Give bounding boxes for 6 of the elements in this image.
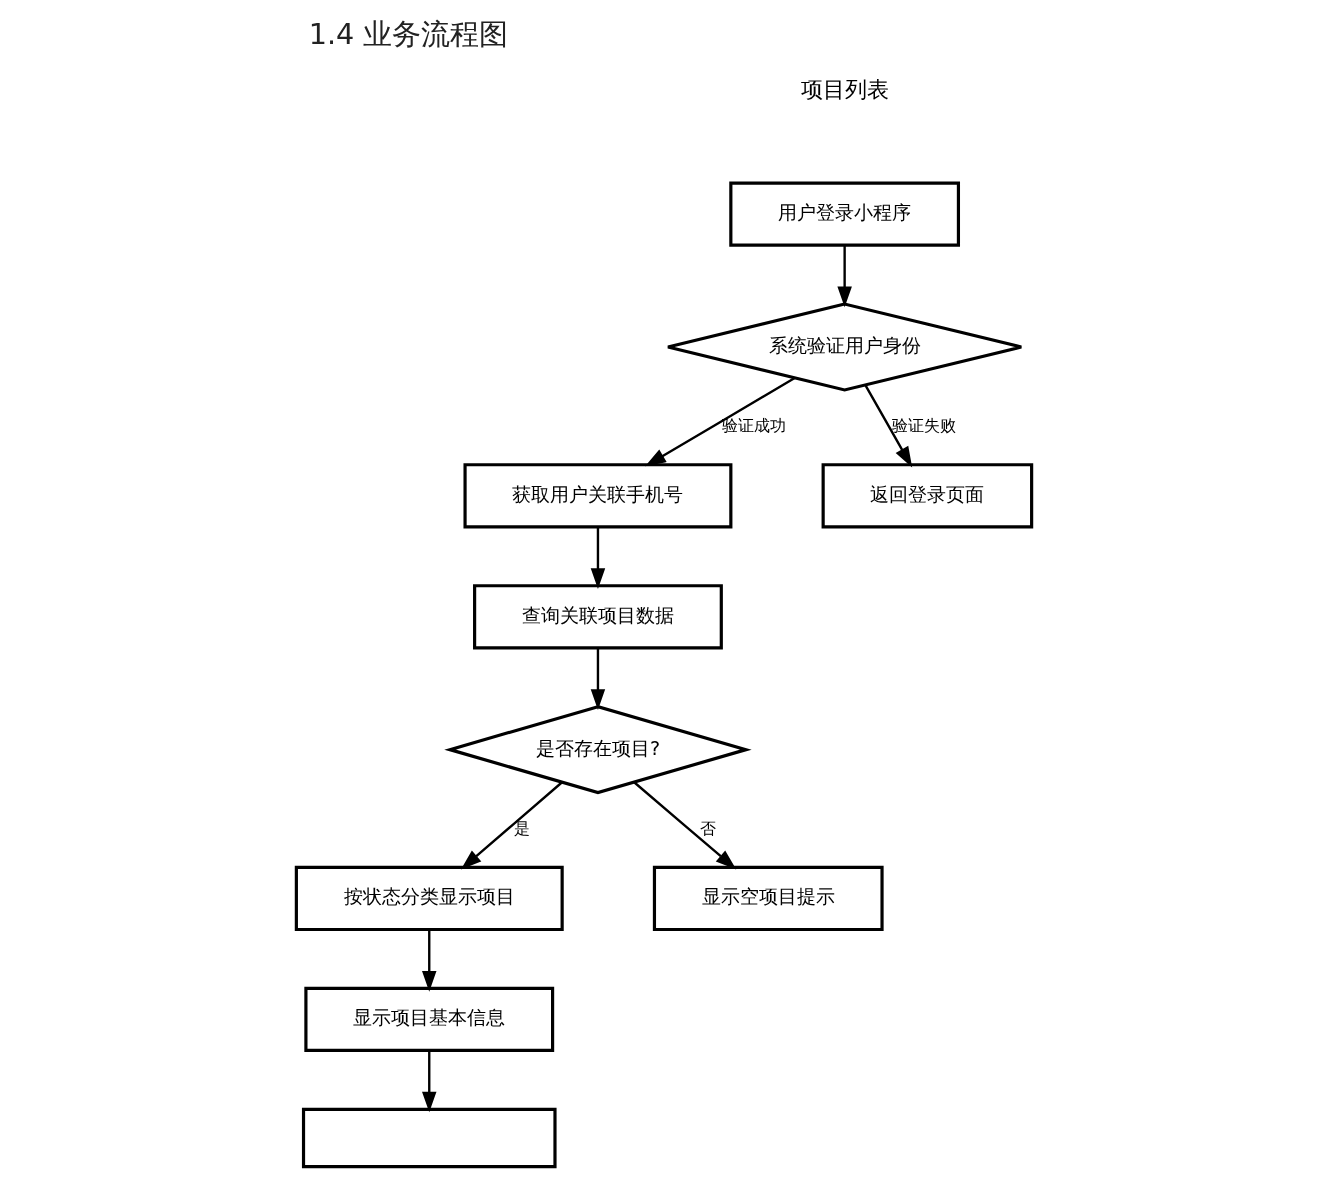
edge-label: 是 xyxy=(513,819,530,838)
edge-label: 验证成功 xyxy=(721,416,786,436)
edge-label: 验证失败 xyxy=(891,416,956,436)
diagram-title: 1.4 业务流程图 xyxy=(308,16,508,51)
label: 项目列表 xyxy=(800,76,889,103)
edge-label: 否 xyxy=(699,819,716,838)
